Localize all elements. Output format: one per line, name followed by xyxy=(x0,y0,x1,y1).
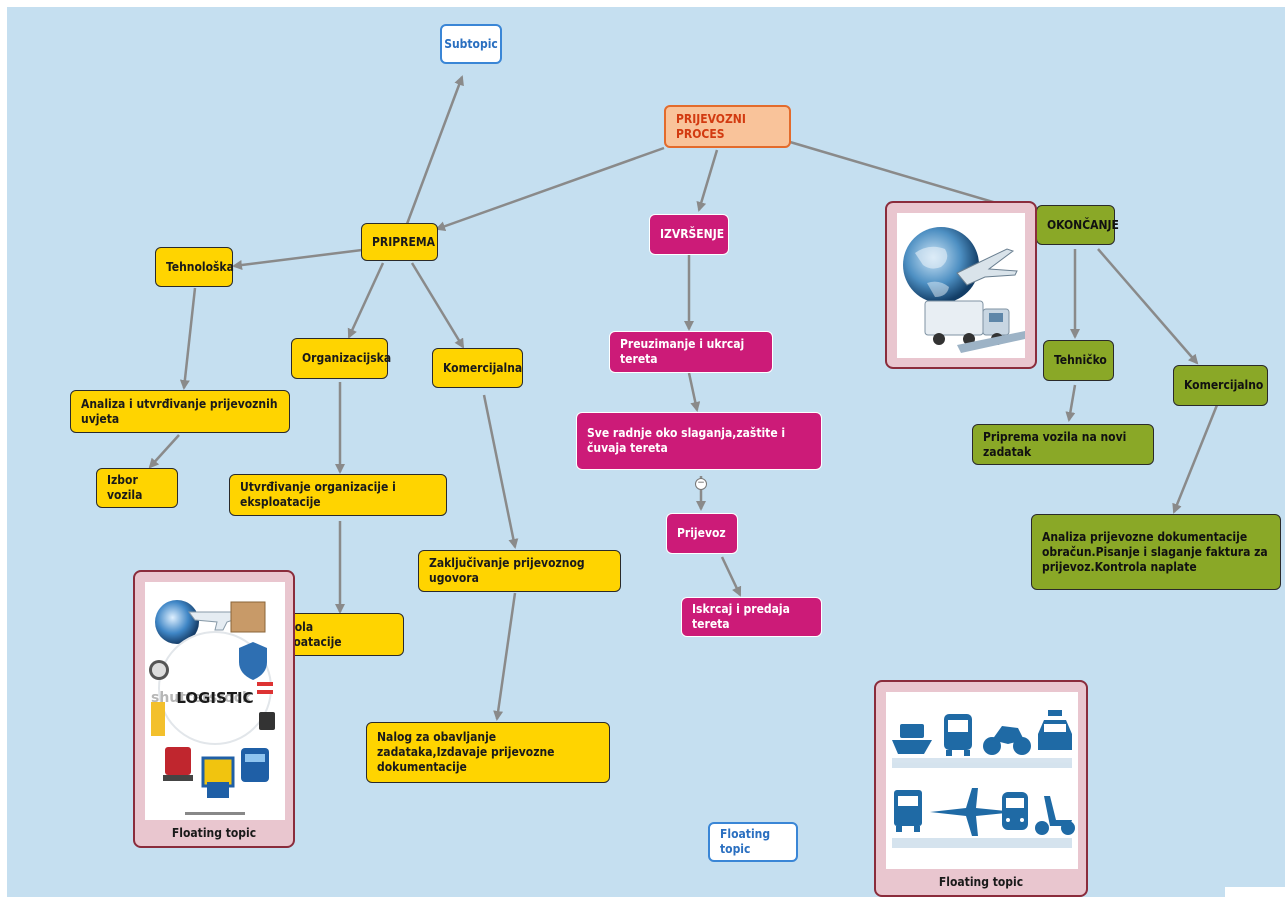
root-topic-label: PRIJEVOZNI PROCES xyxy=(676,111,746,141)
izvrsenje-label: IZVRŠENJE xyxy=(660,227,725,241)
ship-icon xyxy=(892,724,932,754)
watermark-text: shutterstock xyxy=(151,690,252,706)
floating-topic-logistic-caption: Floating topic xyxy=(171,826,257,840)
subtopic-label: Subtopic xyxy=(444,36,498,51)
zakljucivanje-label: Zaključivanje prijevoznog ugovora xyxy=(429,556,585,585)
connector-tehnoloska-analiza xyxy=(179,287,197,390)
connector-priprema-organizacijska xyxy=(347,262,385,339)
connector-tehnicko-priprema xyxy=(1065,384,1077,422)
komercijalna-label: Komercijalna xyxy=(443,360,523,375)
connector-prijevoz-iskrcaj xyxy=(720,556,742,597)
organizacijska-label: Organizacijska xyxy=(302,351,392,365)
transport-illustration xyxy=(897,213,1025,358)
okoncanje-node[interactable]: OKONČANJE xyxy=(1036,205,1119,245)
floating-topic-label: Floating topic xyxy=(720,827,771,856)
connector-priprema-tehnoloska xyxy=(232,248,363,270)
logistic-illustration: shutterstock LOGISTIC xyxy=(145,582,285,820)
prijevoz-label: Prijevoz xyxy=(677,526,726,540)
komercijalno-label: Komercijalno xyxy=(1184,378,1264,392)
prijevoz-node[interactable]: Prijevoz xyxy=(666,513,738,554)
scooter-icon xyxy=(1035,796,1075,835)
okoncanje-label: OKONČANJE xyxy=(1047,217,1119,232)
globe-truck-plane-icon xyxy=(903,227,1025,353)
logistic-text: LOGISTIC xyxy=(176,689,253,707)
logistic-collage-icon: shutterstock LOGISTIC xyxy=(149,600,275,815)
bus-icon xyxy=(944,714,972,756)
tehnoloska-label: Tehnološka xyxy=(166,259,234,274)
utvrdivanje-node[interactable]: Utvrđivanje organizacije i eksploatacije xyxy=(229,474,447,516)
preuzimanje-label: Preuzimanje i ukrcaj tereta xyxy=(620,337,745,366)
izbor-vozila-node[interactable]: Izbor vozila xyxy=(96,468,178,508)
floating-topic-vehicles-caption: Floating topic xyxy=(938,875,1024,889)
tehnoloska-node[interactable]: Tehnološka xyxy=(155,247,234,287)
collapse-symbol: − xyxy=(697,478,705,488)
vehicles-image-topic[interactable]: Floating topic xyxy=(874,680,1088,897)
subtopic-node[interactable]: Subtopic xyxy=(440,24,502,64)
connector-priprema-subtopic xyxy=(405,75,464,225)
iskrcaj-node[interactable]: Iskrcaj i predaja tereta xyxy=(681,597,822,637)
izvrsenje-node[interactable]: IZVRŠENJE xyxy=(649,214,729,255)
analiza-dokumentacije-label: Analiza prijevozne dokumentacije obračun… xyxy=(1042,529,1268,574)
priprema-node[interactable]: PRIPREMA xyxy=(361,223,438,261)
vehicles-illustration xyxy=(886,692,1078,869)
analiza-uvjeta-node[interactable]: Analiza i utvrđivanje prijevoznih uvjeta xyxy=(70,390,290,433)
komercijalna-node[interactable]: Komercijalna xyxy=(432,348,523,388)
izbor-vozila-label: Izbor vozila xyxy=(107,473,143,502)
floating-topic-node[interactable]: Floating topic xyxy=(708,822,798,862)
airplane-icon xyxy=(930,788,1016,836)
priprema-vozila-node[interactable]: Priprema vozila na novi zadatak xyxy=(972,424,1154,465)
corner-widget xyxy=(1225,887,1285,897)
connector-analiza-izbor xyxy=(148,434,180,469)
connector-zakljucivanje-nalog xyxy=(493,592,517,721)
motorcycle-icon xyxy=(983,726,1031,755)
nalog-label: Nalog za obavljanje zadataka,Izdavaje pr… xyxy=(377,730,555,774)
mind-map-canvas: PRIJEVOZNI PROCES Subtopic PRIPREMA Tehn… xyxy=(7,7,1285,897)
preuzimanje-node[interactable]: Preuzimanje i ukrcaj tereta xyxy=(609,331,773,373)
truck-icon xyxy=(894,790,922,832)
analiza-uvjeta-label: Analiza i utvrđivanje prijevoznih uvjeta xyxy=(81,396,278,426)
vehicle-icons-grid xyxy=(892,710,1075,848)
tehnicko-node[interactable]: Tehničko xyxy=(1043,340,1114,381)
priprema-label: PRIPREMA xyxy=(372,234,435,249)
connector-root-priprema xyxy=(435,146,665,232)
iskrcaj-label: Iskrcaj i predaja tereta xyxy=(692,602,790,631)
transport-image-topic[interactable] xyxy=(885,201,1037,369)
connector-preuzimanje-sve xyxy=(687,372,701,412)
train-icon xyxy=(1002,792,1028,830)
sve-radnje-node[interactable]: Sve radnje oko slaganja,zaštite i čuvaja… xyxy=(576,412,822,470)
priprema-vozila-label: Priprema vozila na novi zadatak xyxy=(983,429,1127,459)
connector-priprema-komercijalna xyxy=(410,262,465,349)
connector-layer xyxy=(148,75,1219,721)
logistic-image-topic[interactable]: shutterstock LOGISTIC Floating topic xyxy=(133,570,295,848)
tehnicko-label: Tehničko xyxy=(1054,353,1107,367)
collapse-toggle[interactable]: − xyxy=(695,478,707,490)
analiza-dokumentacije-node[interactable]: Analiza prijevozne dokumentacije obračun… xyxy=(1031,514,1281,590)
connector-root-izvrsenje xyxy=(696,149,719,212)
utvrdivanje-label: Utvrđivanje organizacije i eksploatacije xyxy=(240,480,396,509)
sve-radnje-label: Sve radnje oko slaganja,zaštite i čuvaja… xyxy=(587,426,786,455)
car-icon xyxy=(1038,710,1072,750)
komercijalno-node[interactable]: Komercijalno xyxy=(1173,365,1268,406)
nalog-node[interactable]: Nalog za obavljanje zadataka,Izdavaje pr… xyxy=(366,722,610,783)
connector-okoncanje-komercijalno xyxy=(1097,248,1199,365)
organizacijska-node[interactable]: Organizacijska xyxy=(291,338,392,379)
connector-komercijalna-zakljucivanje xyxy=(482,394,519,549)
zakljucivanje-node[interactable]: Zaključivanje prijevoznog ugovora xyxy=(418,550,621,592)
root-topic[interactable]: PRIJEVOZNI PROCES xyxy=(664,105,791,148)
connector-komercijalno-analiza xyxy=(1172,404,1219,514)
